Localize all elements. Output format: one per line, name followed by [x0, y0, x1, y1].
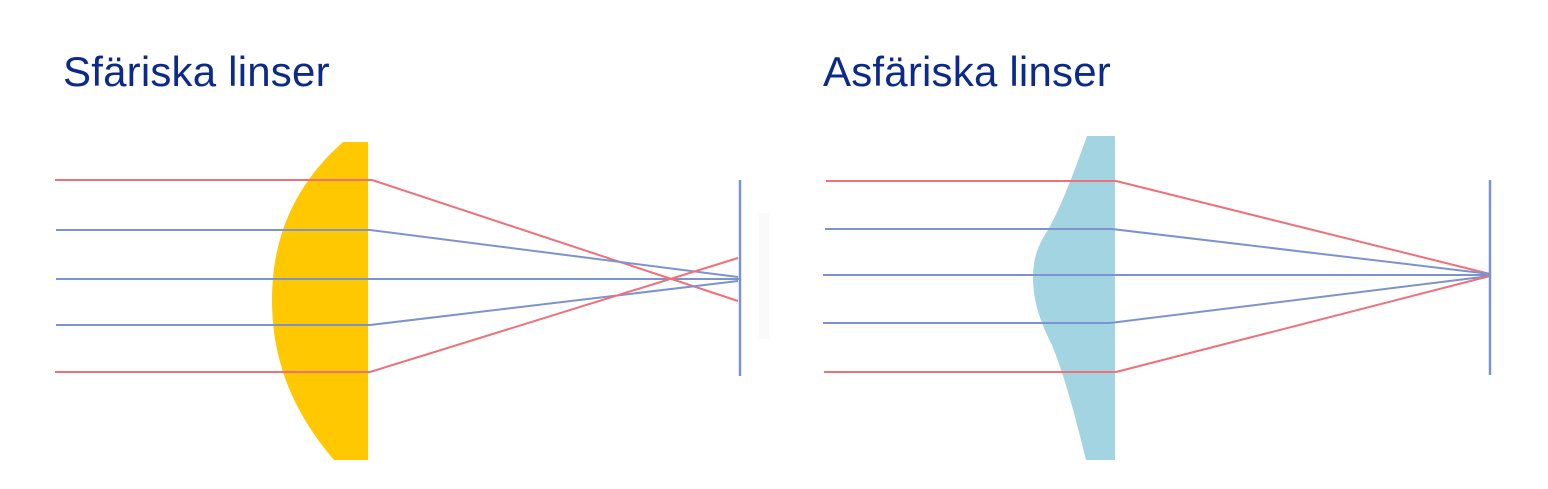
- ray-bottom-marginal-out: [1115, 275, 1491, 373]
- ray-bottom-marginal-out: [369, 257, 739, 373]
- ray-bottom-paraxial-out: [369, 280, 739, 326]
- spherical-refracted-rays: [369, 179, 739, 373]
- spherical-lens-title: Sfäriska linser: [63, 48, 330, 95]
- ray-top-paraxial-out: [369, 229, 739, 278]
- aspherical-incoming-rays: [823, 180, 1490, 373]
- aspherical-lens: [1033, 136, 1115, 460]
- aspherical-lens-title: Asfäriska linser: [823, 48, 1111, 95]
- aspherical-refracted-rays: [1109, 180, 1491, 373]
- ray-bottom-paraxial-out: [1109, 275, 1491, 324]
- ray-top-marginal-out: [1115, 180, 1491, 275]
- ray-top-marginal-out: [371, 179, 739, 302]
- aspherical-panel: [823, 136, 1492, 460]
- spherical-lens: [272, 142, 368, 460]
- ray-top-paraxial-out: [1111, 228, 1491, 275]
- faint-artifact: [759, 213, 769, 339]
- spherical-incoming-rays: [55, 179, 740, 373]
- spherical-panel: [55, 142, 769, 460]
